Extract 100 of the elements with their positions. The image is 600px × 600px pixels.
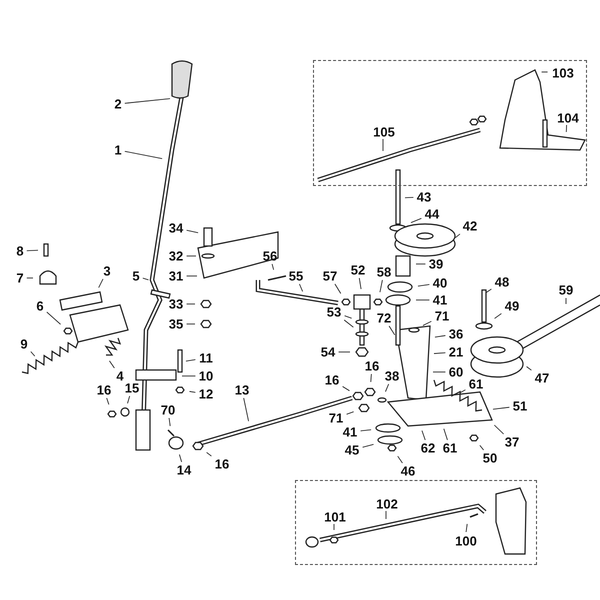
callout-number: 21 bbox=[448, 346, 464, 358]
leader-line bbox=[566, 124, 568, 132]
leader-line bbox=[362, 444, 374, 448]
callout-number: 61 bbox=[468, 378, 484, 390]
callout-number: 43 bbox=[416, 190, 432, 204]
leader-line bbox=[299, 284, 304, 292]
callout-number: 101 bbox=[324, 510, 346, 524]
callout-number: 35 bbox=[168, 318, 184, 330]
callout-number: 36 bbox=[448, 328, 464, 340]
callout-number: 32 bbox=[168, 250, 184, 262]
leader-line bbox=[382, 138, 384, 152]
callout-number: 100 bbox=[455, 534, 477, 548]
callout-number: 49 bbox=[504, 300, 520, 312]
callout-number: 37 bbox=[504, 436, 520, 448]
callout-number: 45 bbox=[344, 444, 360, 456]
callout-number: 62 bbox=[420, 442, 436, 454]
leader-line bbox=[98, 278, 104, 288]
callout-number: 57 bbox=[322, 270, 338, 282]
callout-number: 42 bbox=[462, 220, 478, 232]
leader-line bbox=[109, 360, 115, 368]
callout-number: 60 bbox=[448, 366, 464, 378]
callout-number: 16 bbox=[364, 360, 380, 372]
leader-line bbox=[344, 315, 352, 319]
leader-line bbox=[370, 374, 372, 382]
callout-number: 10 bbox=[198, 370, 214, 382]
callout-number: 50 bbox=[482, 452, 498, 464]
leader-line bbox=[142, 278, 149, 280]
callout-number: 31 bbox=[168, 270, 184, 282]
callout-number: 103 bbox=[552, 66, 574, 80]
leader-line bbox=[492, 406, 510, 410]
leader-line bbox=[124, 150, 163, 160]
callout-number: 7 bbox=[16, 272, 24, 284]
callout-number: 34 bbox=[168, 222, 184, 234]
leader-line bbox=[410, 218, 422, 224]
leader-line bbox=[189, 391, 196, 393]
callout-number: 46 bbox=[400, 464, 416, 478]
callout-number: 58 bbox=[376, 266, 392, 278]
leader-line bbox=[168, 418, 171, 426]
callout-number: 53 bbox=[326, 306, 342, 318]
leader-line bbox=[434, 352, 446, 354]
leader-line bbox=[479, 444, 484, 450]
callout-number: 105 bbox=[373, 126, 395, 138]
leader-line bbox=[397, 456, 403, 464]
callout-number: 39 bbox=[428, 258, 444, 270]
leader-line bbox=[346, 411, 354, 415]
callout-number: 55 bbox=[288, 270, 304, 282]
leader-line bbox=[26, 250, 38, 252]
leader-line bbox=[422, 430, 426, 440]
callout-number: 5 bbox=[132, 270, 140, 282]
leader-line bbox=[186, 359, 196, 362]
leader-line bbox=[30, 351, 36, 357]
callout-number: 9 bbox=[20, 338, 28, 350]
inset-frame bbox=[313, 60, 587, 186]
callout-number: 104 bbox=[557, 112, 579, 124]
callout-number: 12 bbox=[198, 388, 214, 400]
leader-line bbox=[466, 524, 468, 532]
leader-line bbox=[360, 429, 372, 432]
callout-number: 8 bbox=[16, 244, 24, 258]
leader-line bbox=[334, 284, 342, 294]
callout-number: 2 bbox=[114, 98, 122, 110]
leader-line bbox=[243, 398, 249, 422]
callout-number: 16 bbox=[96, 384, 112, 396]
leader-line bbox=[460, 389, 466, 394]
callout-number: 40 bbox=[432, 276, 448, 290]
callout-number: 3 bbox=[103, 264, 111, 278]
callout-number: 54 bbox=[320, 346, 336, 358]
callout-number: 38 bbox=[384, 370, 400, 382]
callout-number: 70 bbox=[160, 404, 176, 416]
leader-line bbox=[106, 398, 110, 405]
callout-number: 71 bbox=[434, 310, 450, 322]
leader-line bbox=[494, 424, 504, 434]
callout-number: 1 bbox=[114, 144, 122, 156]
leader-line bbox=[272, 264, 274, 270]
leader-line bbox=[404, 197, 414, 198]
leader-line bbox=[494, 313, 502, 319]
callout-number: 11 bbox=[199, 352, 213, 364]
leader-line bbox=[388, 326, 396, 336]
leader-line bbox=[179, 454, 182, 462]
callout-number: 59 bbox=[558, 284, 574, 296]
callout-number: 41 bbox=[342, 426, 358, 438]
callout-number: 14 bbox=[176, 464, 192, 476]
callout-number: 6 bbox=[36, 300, 44, 312]
leader-line bbox=[344, 320, 354, 328]
leader-line bbox=[342, 386, 350, 392]
callout-number: 61 bbox=[442, 442, 458, 454]
leader-line bbox=[124, 98, 170, 104]
callout-number: 72 bbox=[376, 312, 392, 324]
leader-line bbox=[206, 452, 212, 456]
callout-number: 16 bbox=[324, 374, 340, 386]
leader-line bbox=[46, 312, 61, 325]
leader-line bbox=[186, 230, 199, 234]
leader-line bbox=[434, 335, 446, 338]
callout-number: 15 bbox=[124, 382, 140, 394]
callout-number: 52 bbox=[350, 264, 366, 276]
callout-number: 102 bbox=[376, 498, 398, 510]
callout-number: 33 bbox=[168, 298, 184, 310]
leader-line bbox=[443, 428, 448, 440]
callout-number: 47 bbox=[534, 372, 550, 384]
leader-line bbox=[380, 280, 383, 293]
leader-line bbox=[385, 384, 390, 392]
